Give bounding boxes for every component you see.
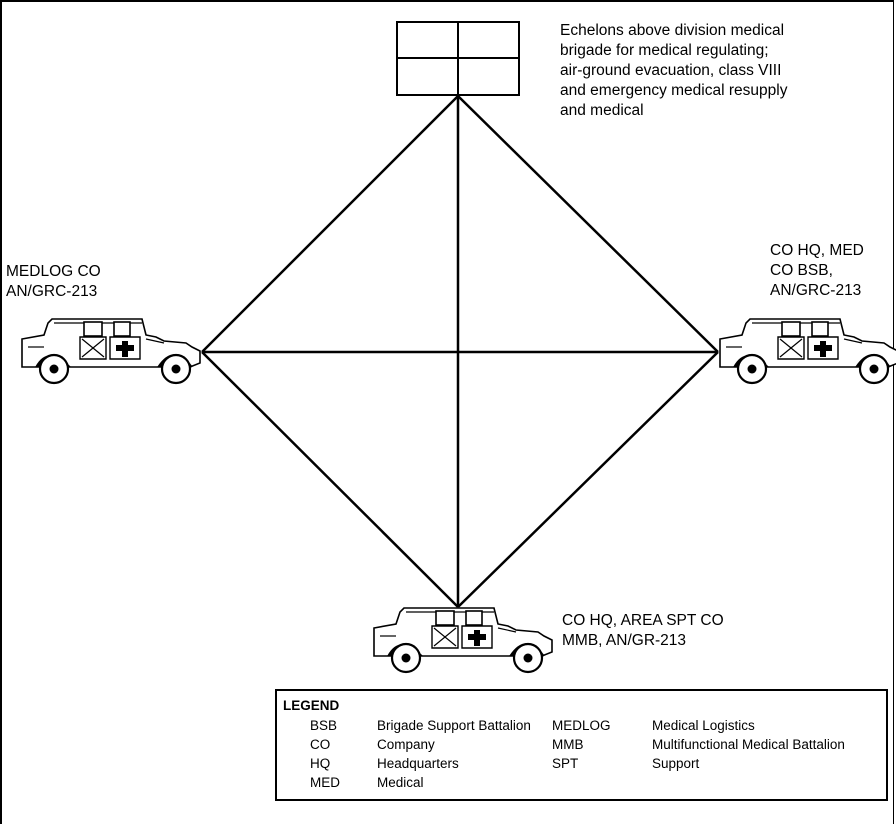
legend-meaning: Brigade Support Battalion [377,718,531,733]
legend-abbr: MED [310,775,340,790]
legend-abbr: BSB [310,718,338,733]
legend-abbr: CO [310,737,331,752]
ambulance-vehicle-icon [20,317,202,385]
legend-box: LEGEND BSB Brigade Support Battalion CO … [275,689,888,801]
legend-meaning: Medical Logistics [652,718,755,733]
legend-abbr: MEDLOG [552,718,611,733]
legend-meaning: Multifunctional Medical Battalion [652,737,845,752]
hq-description: Echelons above division medical brigade … [560,22,788,119]
ambulance-vehicle-icon [372,606,554,674]
ambulance-vehicle-icon [718,317,896,385]
node-left-label: MEDLOG CO AN/GRC-213 [6,263,101,300]
link-hq-right [457,95,719,353]
headquarters-box-icon [396,21,520,96]
link-hq-left [201,95,459,353]
legend-meaning: Support [652,756,700,771]
node-right-label: CO HQ, MED CO BSB, AN/GRC-213 [770,242,864,299]
legend-abbr: HQ [310,756,331,771]
legend-meaning: Headquarters [377,756,459,771]
legend-abbr: MMB [552,737,584,752]
link-left-bottom [201,351,459,608]
link-right-bottom [457,351,719,608]
legend-title: LEGEND [283,698,340,713]
link-lines [201,95,719,608]
node-bottom-label: CO HQ, AREA SPT CO MMB, AN/GR-213 [562,612,724,649]
legend-meaning: Company [377,737,435,752]
legend-meaning: Medical [377,775,424,790]
legend-abbr: SPT [552,756,579,771]
